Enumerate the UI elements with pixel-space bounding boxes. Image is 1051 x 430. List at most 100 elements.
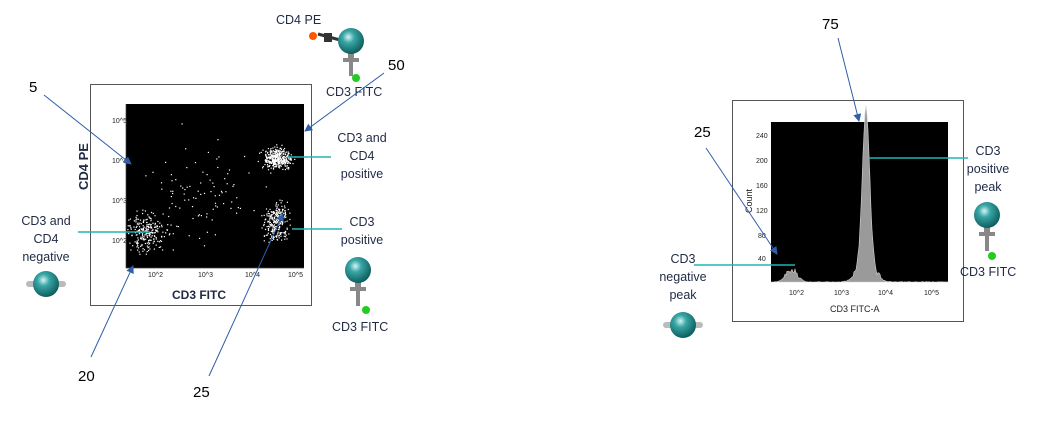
event-dot (281, 211, 283, 213)
event-dot (280, 222, 282, 224)
event-dot (278, 229, 280, 231)
event-dot (151, 235, 153, 237)
arrow-lower-right (208, 213, 284, 377)
event-dot (152, 171, 154, 173)
event-dot (281, 222, 284, 224)
event-dot (146, 218, 148, 220)
event-dot (277, 161, 279, 163)
event-dot (142, 235, 144, 237)
event-dot (289, 212, 291, 214)
event-dot (269, 233, 272, 236)
event-dot (272, 236, 274, 238)
event-dot (175, 179, 177, 181)
event-dot (161, 188, 163, 190)
event-dot (279, 157, 281, 159)
event-dot (270, 214, 272, 216)
event-dot (279, 162, 281, 164)
event-dot (140, 245, 142, 247)
event-dot (149, 242, 151, 244)
event-dot (157, 240, 159, 242)
event-dot (268, 215, 270, 217)
event-dot (270, 154, 273, 156)
event-dot (136, 243, 138, 245)
event-dot (278, 237, 280, 239)
event-dot (156, 225, 158, 227)
event-dot (156, 226, 159, 228)
event-dot (148, 239, 150, 242)
event-dot (268, 213, 270, 215)
event-dot (154, 235, 156, 238)
event-dot (135, 226, 137, 229)
event-dot (265, 153, 267, 155)
event-dot (136, 246, 138, 248)
event-dot (150, 227, 152, 229)
event-dot (264, 218, 267, 220)
event-dot (272, 159, 275, 161)
event-dot (149, 217, 151, 219)
event-dot (142, 248, 144, 250)
event-dot (137, 222, 139, 224)
event-dot (266, 234, 269, 236)
event-dot (160, 182, 163, 184)
event-dot (275, 205, 277, 207)
event-dot (271, 157, 273, 159)
event-dot (206, 174, 208, 176)
event-dot (237, 207, 239, 209)
event-dot (148, 235, 150, 237)
event-dot (227, 173, 229, 175)
event-dot (277, 159, 279, 161)
event-dot (161, 236, 163, 238)
event-dot (268, 154, 270, 156)
negative-cell-icon (26, 271, 66, 297)
event-dot (285, 165, 287, 167)
event-dot (270, 156, 272, 158)
event-dot (270, 162, 273, 164)
histogram-x-tick: 10^3 (834, 290, 849, 297)
event-dot (149, 239, 151, 241)
event-dot (272, 158, 274, 160)
event-dot (273, 160, 275, 162)
event-dot (142, 237, 144, 240)
event-dot (284, 211, 286, 214)
event-dot (274, 163, 276, 165)
event-dot (281, 161, 284, 163)
event-dot (269, 158, 271, 160)
positive-peak-label-line: positive (966, 162, 1010, 176)
event-dot (148, 243, 150, 245)
event-dot (279, 161, 281, 163)
event-dot (135, 219, 137, 221)
event-dot (158, 241, 161, 243)
event-dot (273, 166, 275, 168)
event-dot (275, 221, 277, 223)
event-dot (284, 158, 286, 161)
event-dot (290, 158, 292, 160)
event-dot (277, 160, 279, 162)
event-dot (278, 227, 280, 229)
event-dot (170, 174, 172, 176)
event-dot (272, 219, 274, 221)
event-dot (261, 227, 263, 229)
event-dot (202, 171, 204, 173)
double-positive-label: CD3 and CD4 positive (330, 129, 394, 183)
event-dot (278, 162, 280, 164)
event-dot (272, 163, 275, 165)
event-dot (272, 232, 274, 234)
event-dot (288, 167, 290, 169)
event-dot (289, 162, 291, 164)
event-dot (152, 229, 154, 231)
event-dot (193, 197, 195, 199)
event-dot (276, 211, 278, 213)
event-dot (276, 164, 278, 166)
event-dot (280, 157, 282, 159)
event-dot (236, 197, 238, 199)
event-dot (140, 236, 142, 238)
event-dot (274, 215, 276, 217)
event-dot (276, 213, 278, 216)
event-dot (212, 208, 214, 210)
event-dot (141, 237, 143, 239)
event-dot (138, 251, 140, 253)
event-dot (267, 212, 269, 214)
event-dot (277, 215, 280, 217)
event-dot (282, 216, 284, 218)
